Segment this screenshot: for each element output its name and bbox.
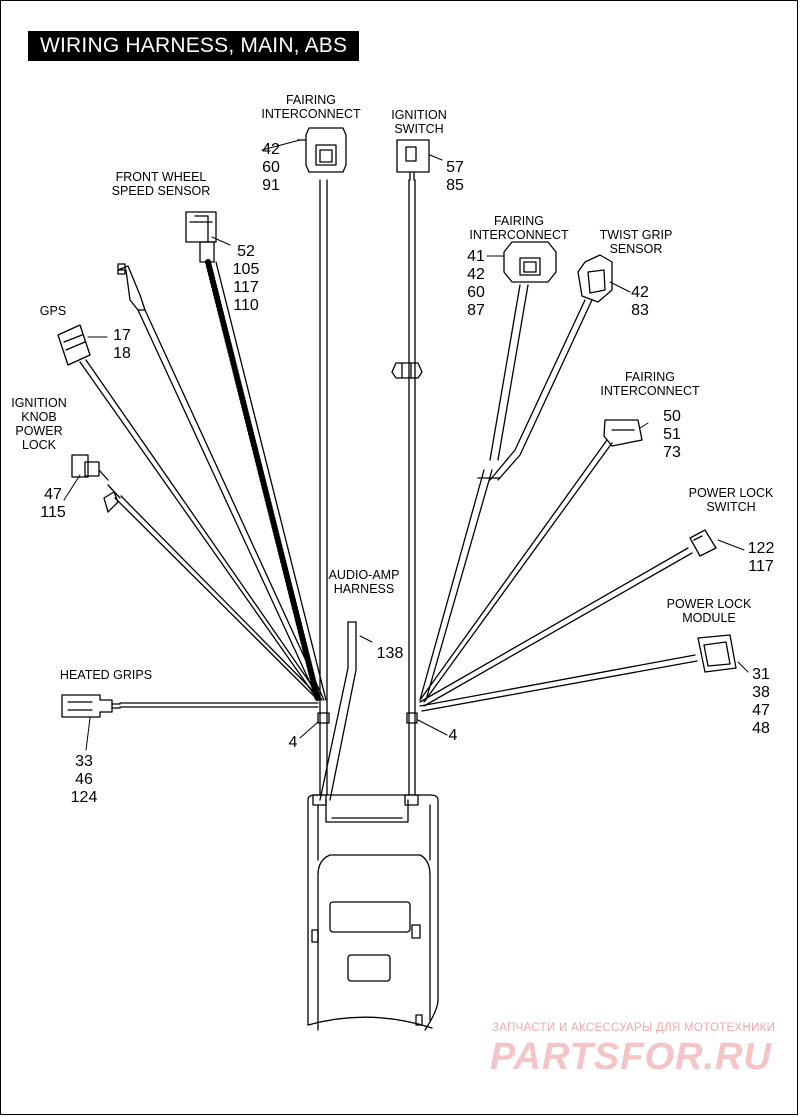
fairing-interconnect-right-wire xyxy=(419,419,643,703)
refs-audio-amp-harness: 138 xyxy=(376,645,404,662)
heated-grips-wire xyxy=(61,694,319,718)
label-ignition-switch: IGNITION SWITCH xyxy=(391,108,447,136)
refs-front-wheel-speed-sensor: 52 105 117 110 xyxy=(232,243,260,314)
label-power-lock-module: POWER LOCK MODULE xyxy=(666,597,752,625)
label-ignition-knob-power-lock: IGNITION KNOB POWER LOCK xyxy=(11,396,67,452)
twist-grip-sensor-connector xyxy=(577,254,613,303)
label-audio-amp-harness: AUDIO-AMP HARNESS xyxy=(328,568,400,596)
gps-wire xyxy=(57,324,323,701)
label-fairing-interconnect-right: FAIRING INTERCONNECT xyxy=(600,370,700,398)
ref-clip-left: 4 xyxy=(288,734,298,751)
leader-lines xyxy=(63,139,749,751)
refs-heated-grips: 33 46 124 xyxy=(70,753,98,806)
refs-fairing-interconnect-top: 42 60 91 xyxy=(262,141,280,194)
refs-ignition-knob-power-lock: 47 115 xyxy=(40,486,66,521)
right-trunk-wire xyxy=(391,179,423,796)
refs-fairing-interconnect-right: 50 51 73 xyxy=(663,408,681,461)
refs-ignition-switch: 57 85 xyxy=(446,159,464,194)
label-power-lock-switch: POWER LOCK SWITCH xyxy=(688,486,774,514)
fairing-interconnect-mid-wires xyxy=(419,241,593,701)
refs-gps: 17 18 xyxy=(113,327,131,362)
label-fairing-interconnect-top: FAIRING INTERCONNECT xyxy=(261,93,361,121)
ignition-switch-connector xyxy=(396,139,430,181)
refs-fairing-interconnect-mid: 41 42 60 87 xyxy=(467,248,485,319)
watermark-logo: PARTSFOR.RU xyxy=(490,1036,772,1078)
page-title: WIRING HARNESS, MAIN, ABS xyxy=(28,31,360,61)
front-wheel-speed-sensor-wire xyxy=(185,211,327,703)
fairing-interconnect-top-connector xyxy=(297,127,347,173)
antenna-lead-wire xyxy=(117,263,325,701)
watermark-tagline: ЗАПЧАСТИ И АКСЕССУАРЫ ДЛЯ МОТОТЕХНИКИ xyxy=(492,1022,776,1034)
label-fairing-interconnect-mid: FAIRING INTERCONNECT xyxy=(469,214,569,242)
refs-twist-grip-sensor: 42 83 xyxy=(631,284,649,319)
label-front-wheel-speed-sensor: FRONT WHEEL SPEED SENSOR xyxy=(111,170,211,198)
label-heated-grips: HEATED GRIPS xyxy=(59,668,153,682)
label-twist-grip-sensor: TWIST GRIP SENSOR xyxy=(599,228,673,256)
power-lock-switch-wire xyxy=(419,529,717,707)
power-lock-module-wire xyxy=(419,634,737,712)
left-trunk-wire xyxy=(317,179,330,796)
audio-amp-harness-wire xyxy=(319,621,357,801)
refs-power-lock-module: 31 38 47 48 xyxy=(752,666,770,737)
harness-mounting-bracket xyxy=(307,794,439,1031)
refs-power-lock-switch: 122 117 xyxy=(747,540,775,575)
ref-clip-right: 4 xyxy=(448,727,458,744)
ignition-knob-power-lock-wire xyxy=(71,454,323,701)
label-gps: GPS xyxy=(39,304,67,318)
